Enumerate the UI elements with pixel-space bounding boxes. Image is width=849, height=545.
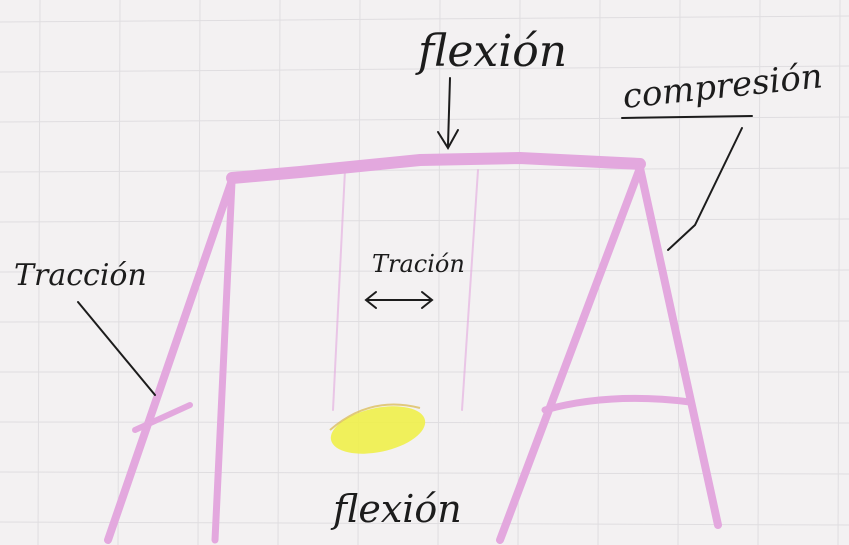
- left-leg-inner: [215, 182, 232, 540]
- label-traction-left: Tracción: [14, 258, 147, 293]
- label-compression: compresión: [621, 56, 825, 117]
- right-brace: [545, 398, 690, 410]
- flexion-top-arrow: [448, 78, 450, 145]
- top-beam: [232, 158, 640, 178]
- left-brace: [135, 405, 190, 430]
- swing-rope-left: [333, 170, 345, 410]
- right-leg-outer: [500, 168, 640, 540]
- traction-left-pointer: [78, 302, 155, 395]
- swing-seat: [326, 399, 429, 462]
- swing-rope-right: [462, 170, 478, 410]
- label-flexion-bottom: flexión: [330, 487, 462, 531]
- label-flexion-top: flexión: [415, 26, 567, 77]
- label-traction-center: Tración: [372, 250, 465, 278]
